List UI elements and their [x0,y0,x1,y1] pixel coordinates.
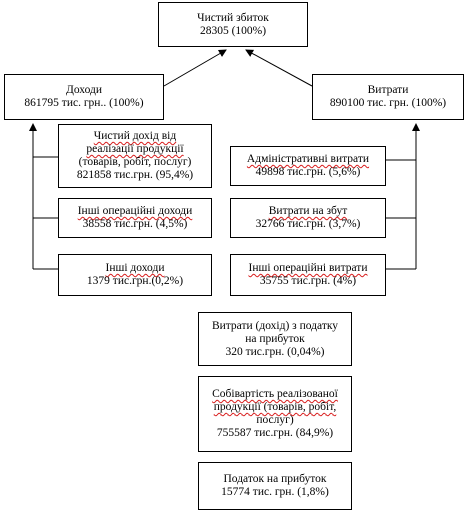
item-line: Інші операційні витрати [248,262,368,274]
income-tax-expense-box: Витрати (дохід) з податку на прибуток 32… [198,312,352,366]
item-line: Витрати (дохід) з податку [211,319,339,332]
income-item-other: Інші доходи 1379 тис.грн.(0,2%) [58,254,212,296]
item-line: продукції (товарів, робіт, [213,401,337,413]
item-line: Витрати на збут [268,205,348,217]
expense-item-sales: Витрати на збут 32766 тис.грн. (3,7%) [230,198,386,238]
arrow-expenses-to-result [245,49,313,87]
cost-of-sales-box: Собівартість реалізованої продукції (тов… [198,376,352,452]
income-box: Доходи 861795 тис. грн.. (100%) [4,74,164,120]
item-line: Собівартість реалізованої [212,388,338,400]
item-value: 38558 тис.грн. (4,5%) [82,218,188,230]
item-line: реалізації продукції [86,143,184,155]
item-line: Адміністративні витрати [246,153,370,165]
item-line: Чистий дохід від [93,130,177,142]
arrow-income-to-result [163,49,227,87]
expenses-title: Витрати [367,84,409,96]
item-line: Інші доходи [105,262,165,274]
item-value: 821858 тис.грн. (95,4%) [76,169,194,181]
income-item-other-operating: Інші операційні доходи 38558 тис.грн. (4… [58,198,212,238]
item-line: послуг) [256,414,294,426]
expenses-box: Витрати 890100 тис. грн. (100%) [312,74,464,120]
item-value: 15774 тис. грн. (1,8%) [221,486,329,498]
item-value: 32766 тис.грн. (3,7%) [255,218,361,230]
net-result-title: Чистий збиток [197,11,269,24]
expense-item-administrative: Адміністративні витрати 49898 тис.грн. (… [230,146,386,186]
income-value: 861795 тис. грн.. (100%) [24,97,144,109]
item-value: 755587 тис.грн. (84,9%) [216,427,334,439]
item-line: на прибуток [245,332,305,345]
income-item-net-revenue: Чистий дохід від реалізації продукції (т… [58,124,212,188]
profit-tax-box: Податок на прибуток 15774 тис. грн. (1,8… [198,462,352,510]
income-title: Доходи [65,84,103,96]
item-value: 49898 тис.грн. (5,6%) [255,166,361,178]
item-value: 320 тис.грн. (0,04%) [225,345,325,358]
expense-item-other-operating: Інші операційні витрати 35755 тис.грн. (… [230,254,386,296]
net-result-value: 28305 (100%) [199,24,267,37]
net-result-box: Чистий збиток 28305 (100%) [158,2,308,47]
item-line: Податок на прибуток [223,473,327,485]
item-line: (товарів, робіт, послуг) [78,156,192,168]
item-value: 1379 тис.грн.(0,2%) [86,275,184,287]
item-line: Інші операційні доходи [77,205,193,217]
item-value: 35755 тис.грн. (4%) [259,275,357,287]
expenses-value: 890100 тис. грн. (100%) [329,97,447,109]
